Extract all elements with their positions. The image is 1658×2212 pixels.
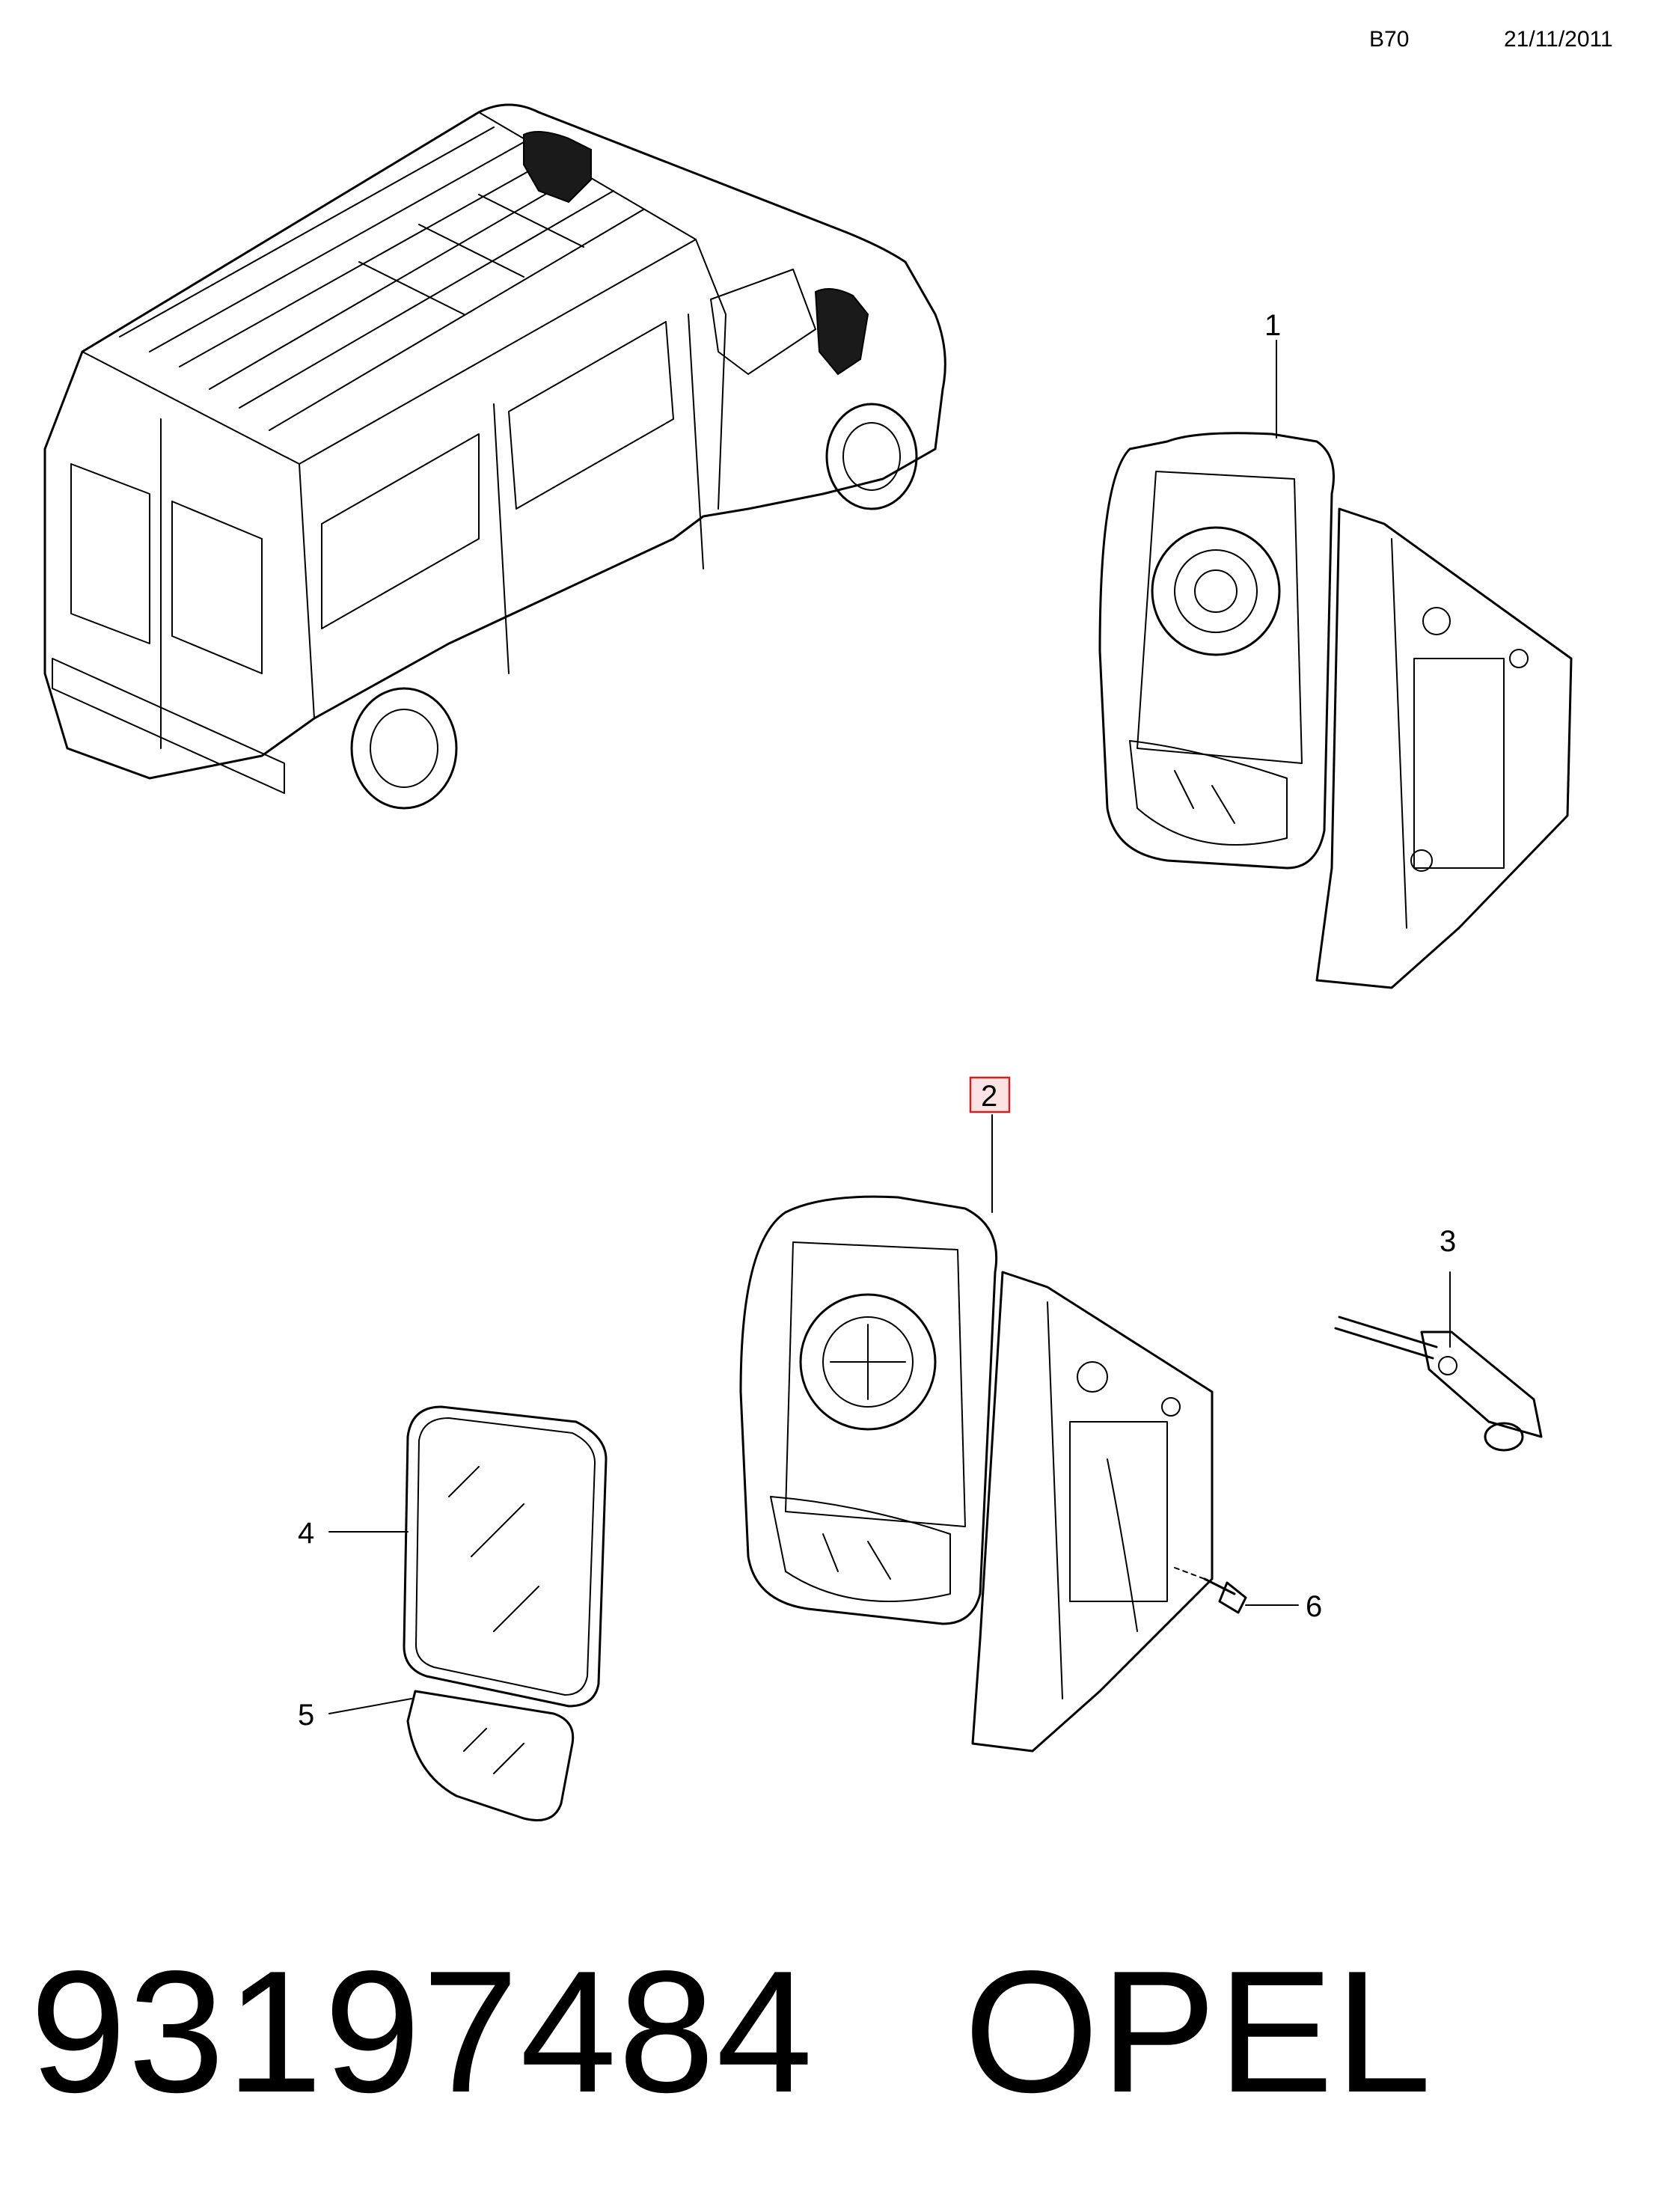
callout-6: 6 <box>1306 1590 1322 1623</box>
diagram-date: 21/11/2011 <box>1504 27 1613 52</box>
callout-2: 2 <box>981 1080 997 1113</box>
leader-lines <box>328 340 1451 1714</box>
callout-3: 3 <box>1440 1225 1456 1258</box>
brand-name: OPEL <box>964 1935 1434 2129</box>
mirror-assembly-2 <box>739 1195 1214 1753</box>
part-number: 93197484 <box>30 1935 815 2129</box>
callout-4: 4 <box>298 1517 314 1550</box>
callout-5: 5 <box>298 1699 314 1732</box>
part-6-screw <box>1174 1567 1247 1614</box>
part-3-connector <box>1334 1316 1543 1452</box>
mirror-assembly-1 <box>1098 432 1573 989</box>
part-4-mirror-glass <box>403 1405 608 1708</box>
part-5-lower-glass <box>406 1690 575 1821</box>
callout-2-highlight-box <box>969 1076 1011 1113</box>
van-illustration <box>43 103 946 810</box>
diagram-code: B70 <box>1369 27 1410 52</box>
callout-1: 1 <box>1264 309 1281 342</box>
